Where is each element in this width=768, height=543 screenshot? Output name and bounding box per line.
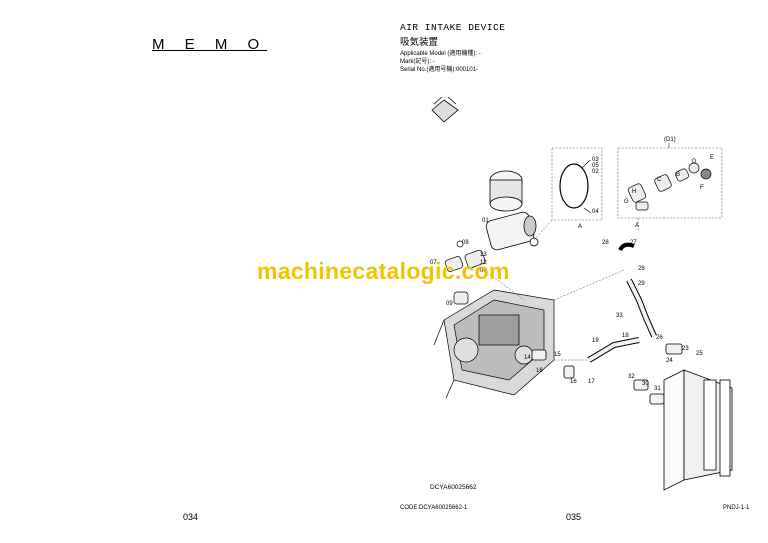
air-filter <box>485 170 539 251</box>
callout-06: 06 <box>480 268 487 274</box>
callout-01: 01 <box>482 218 489 224</box>
callout-24: 24 <box>666 358 673 364</box>
callout-h: H <box>632 189 636 195</box>
callout-08: 08 <box>462 240 469 246</box>
callout-b: B <box>676 172 680 178</box>
callout-16a: 16 <box>536 368 543 374</box>
engine <box>433 289 555 399</box>
callout-26: 26 <box>656 335 663 341</box>
callout-d: D <box>692 159 697 165</box>
callout-15: 15 <box>554 352 561 358</box>
callout-32: 32 <box>628 374 635 380</box>
callout-27: 27 <box>630 240 637 246</box>
mark: Mark(記号): - <box>400 59 435 65</box>
left-page-number: 034 <box>183 512 199 522</box>
callout-c: C <box>657 177 662 183</box>
callout-12: 12 <box>480 260 487 266</box>
detail-box-clamp <box>551 147 603 221</box>
leader-lines <box>483 218 639 361</box>
callout-03: 03 <box>592 157 599 163</box>
callout-07: 07 <box>430 260 437 266</box>
drawing-code: DCYA60025662 <box>430 484 477 491</box>
serial-no: Serial No.(適用号機):000101- <box>400 67 479 73</box>
callout-18: 18 <box>622 333 629 339</box>
callout-33: 33 <box>616 313 623 319</box>
callout-d1: (D1) <box>664 137 676 143</box>
memo-title: M E M O <box>152 36 268 53</box>
callout-29: 29 <box>638 281 645 287</box>
callout-02: 02 <box>592 169 599 175</box>
callout-14: 14 <box>524 355 531 361</box>
callout-f: F <box>700 185 704 191</box>
page-reference: PNDJ-1-1 <box>723 505 750 511</box>
page-title: AIR INTAKE DEVICE <box>400 22 506 33</box>
d1-parts <box>627 162 712 211</box>
callout-05: 05 <box>592 163 599 169</box>
callout-23: 23 <box>682 346 689 352</box>
callout-19: 19 <box>592 338 599 344</box>
callout-g: G <box>624 199 629 205</box>
right-page-number: 035 <box>566 512 582 522</box>
intake-pipes <box>444 240 486 305</box>
parts-diagram: (D1) 03 05 02 04 A D E B C F H G A 01 08… <box>430 96 733 491</box>
watermark: machinecatalogic.com <box>257 258 510 284</box>
clamp-ring <box>559 163 589 209</box>
coolant-pipes <box>531 242 683 405</box>
applicable-model: Applicable Model (適用機種): - <box>400 51 481 57</box>
callout-a-right: A <box>635 223 639 229</box>
callout-a-left: A <box>578 224 582 230</box>
callout-25: 25 <box>696 351 703 357</box>
callout-16b: 16 <box>570 379 577 385</box>
callout-13: 13 <box>480 252 487 258</box>
callout-09: 09 <box>446 301 453 307</box>
callout-e: E <box>710 155 714 161</box>
callout-17: 17 <box>588 379 595 385</box>
orientation-icon <box>431 96 459 123</box>
detail-box-d1 <box>617 147 723 219</box>
callout-04: 04 <box>592 209 599 215</box>
callout-31: 31 <box>654 386 661 392</box>
document-code: CODE:DCYA60025662-1 <box>400 505 468 511</box>
page-title-jp: 吸気装置 <box>400 37 439 48</box>
callout-28b: 28 <box>638 266 645 272</box>
callout-28a: 28 <box>602 240 609 246</box>
callout-30: 30 <box>642 381 649 387</box>
radiator <box>663 369 733 491</box>
